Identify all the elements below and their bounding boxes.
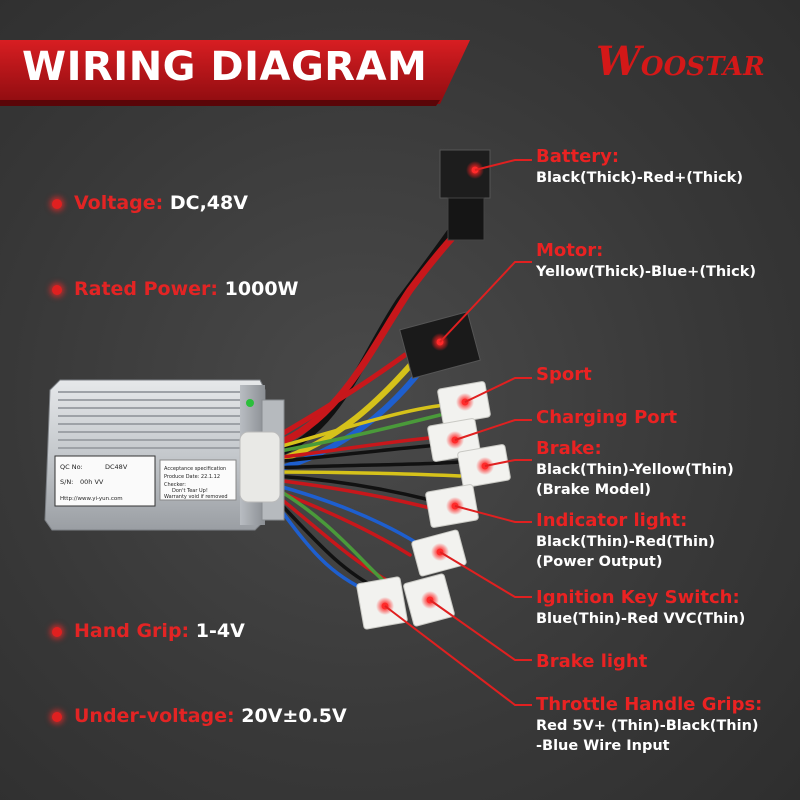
spec-label: Rated Power: (74, 278, 219, 300)
callout-brake: Brake: Black(Thin)-Yellow(Thin) (Brake M… (536, 438, 734, 500)
spec-label: Voltage: (74, 192, 164, 214)
callout-battery: Battery: Black(Thick)-Red+(Thick) (536, 146, 743, 188)
callout-charging-port: Charging Port (536, 407, 677, 429)
sticker-line-1: Acceptance specification (164, 466, 226, 472)
callout-title: Sport (536, 364, 592, 385)
spec-under-voltage: Under-voltage: 20V±0.5V (52, 705, 347, 727)
callout-indicator-light: Indicator light: Black(Thin)-Red(Thin) (… (536, 510, 715, 572)
callout-title: Motor: (536, 240, 604, 261)
sticker-line-4: Don't Tear Up! (172, 488, 208, 494)
spec-value: 1-4V (195, 620, 245, 642)
callout-title: Brake light (536, 651, 648, 672)
callout-line: Yellow(Thick)-Blue+(Thick) (536, 264, 756, 280)
leader-lines (384, 159, 532, 706)
logo-rest: STAR (686, 52, 765, 82)
callout-line: -Blue Wire Input (536, 738, 670, 754)
callout-motor: Motor: Yellow(Thick)-Blue+(Thick) (536, 240, 756, 282)
qc-value: DC48V (105, 463, 128, 471)
website: Http://www.yi-yun.com (60, 496, 123, 502)
logo-oo: OO (640, 52, 687, 82)
callout-title: Ignition Key Switch: (536, 587, 740, 608)
callout-line: Black(Thick)-Red+(Thick) (536, 170, 743, 186)
bullet-icon (52, 626, 62, 637)
bullet-icon (52, 284, 62, 295)
callout-throttle-handle-grips: Throttle Handle Grips: Red 5V+ (Thin)-Bl… (536, 694, 762, 756)
callout-title: Brake: (536, 438, 602, 459)
callout-line: Black(Thin)-Red(Thin) (536, 534, 715, 550)
callout-line: Red 5V+ (Thin)-Black(Thin) (536, 718, 759, 734)
controller-label-text: QC No: DC48V S/N: 00h VV Http://www.yi-y… (60, 463, 228, 502)
wire-bundle (271, 216, 472, 594)
battery-connector (439, 149, 491, 241)
callout-sport: Sport (536, 364, 592, 386)
callout-title: Battery: (536, 146, 620, 167)
sn-value: 00h VV (80, 478, 104, 486)
sn-label: S/N: (60, 478, 73, 486)
spec-label: Hand Grip: (74, 620, 190, 642)
page-title: WIRING DIAGRAM (22, 44, 428, 90)
spec-hand-grip: Hand Grip: 1-4V (52, 620, 245, 642)
spec-value: 1000W (224, 278, 299, 300)
controller-box (44, 379, 285, 531)
callout-title: Throttle Handle Grips: (536, 694, 763, 715)
sticker-line-5: Warranty void if removed (164, 494, 228, 500)
brand-logo: WOOSTAR (596, 38, 765, 85)
callout-line: (Brake Model) (536, 482, 651, 498)
spec-value: DC,48V (169, 192, 248, 214)
callout-ignition-key-switch: Ignition Key Switch: Blue(Thin)-Red VVC(… (536, 587, 745, 629)
spec-rated-power: Rated Power: 1000W (52, 278, 299, 300)
bullet-icon (52, 711, 62, 722)
spec-value: 20V±0.5V (241, 705, 347, 727)
spec-voltage: Voltage: DC,48V (52, 192, 248, 214)
callout-line: Black(Thin)-Yellow(Thin) (536, 462, 734, 478)
callout-line: Blue(Thin)-Red VVC(Thin) (536, 611, 746, 627)
sticker-line-3: Checker: (164, 482, 186, 488)
callout-brake-light: Brake light (536, 651, 647, 673)
qc-label: QC No: (60, 463, 83, 471)
logo-letter: W (596, 38, 641, 85)
bullet-icon (52, 198, 62, 209)
callout-line: (Power Output) (536, 554, 663, 570)
spec-label: Under-voltage: (74, 705, 235, 727)
callout-title: Charging Port (536, 407, 678, 428)
callout-title: Indicator light: (536, 510, 688, 531)
sticker-line-2: Produce Date: 22.1.12 (164, 474, 220, 480)
